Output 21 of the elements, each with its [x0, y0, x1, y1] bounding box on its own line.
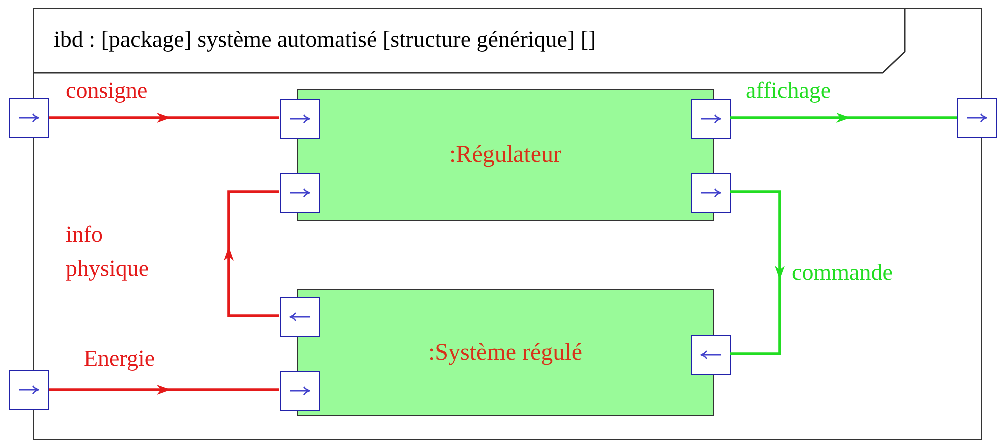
block-name: :Régulateur	[450, 141, 562, 170]
port-box	[691, 173, 731, 213]
edge-label: Energie	[84, 345, 156, 373]
port-box	[280, 99, 320, 139]
edge-label: info physique	[66, 221, 150, 283]
port-box	[691, 99, 731, 139]
edge-label: consigne	[66, 77, 148, 105]
frame-heading: ibd : [package] système automatisé [structure générique] []	[54, 26, 596, 54]
block-name: :Système régulé	[428, 338, 582, 368]
edge-label: affichage	[746, 77, 832, 105]
block-box	[297, 289, 714, 416]
port-box	[957, 98, 997, 138]
port-box	[9, 370, 49, 410]
port-box	[280, 371, 320, 411]
port-box	[691, 335, 731, 375]
port-box	[280, 173, 320, 213]
diagram-frame	[33, 8, 982, 440]
block-box	[297, 89, 714, 221]
port-box	[9, 98, 49, 138]
edge-label: commande	[792, 259, 893, 287]
port-box	[280, 297, 320, 337]
